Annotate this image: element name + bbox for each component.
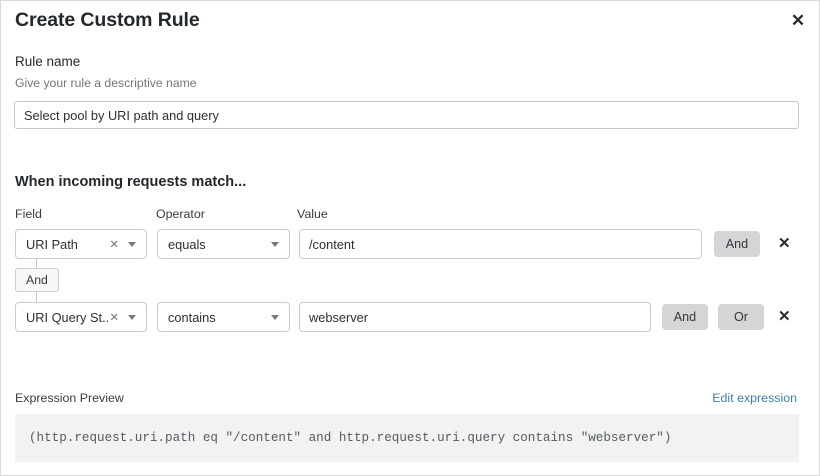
chevron-down-icon: [128, 314, 136, 320]
connector-line-bottom: [36, 291, 37, 304]
column-header-field: Field: [15, 207, 42, 221]
chevron-down-icon: [271, 314, 279, 320]
clear-icon[interactable]: ✕: [109, 312, 119, 324]
field-select-2[interactable]: URI Query St... ✕: [15, 302, 147, 332]
and-button-2[interactable]: And: [662, 304, 708, 330]
delete-row-icon-1[interactable]: ✕: [778, 235, 791, 252]
page-title: Create Custom Rule: [15, 9, 200, 31]
or-button-2[interactable]: Or: [718, 304, 764, 330]
column-header-operator: Operator: [156, 207, 205, 221]
expression-preview-box: (http.request.uri.path eq "/content" and…: [15, 414, 799, 462]
expression-preview-text: (http.request.uri.path eq "/content" and…: [29, 431, 672, 445]
chevron-down-icon: [128, 241, 136, 247]
close-icon[interactable]: ✕: [790, 10, 806, 30]
value-input-2[interactable]: [299, 302, 651, 332]
condition-row: URI Query St... ✕ contains And Or ✕: [1, 302, 819, 336]
edit-expression-link[interactable]: Edit expression: [712, 391, 797, 405]
delete-row-icon-2[interactable]: ✕: [778, 308, 791, 325]
field-select-1[interactable]: URI Path ✕: [15, 229, 147, 259]
connector-line-top: [36, 256, 37, 270]
match-section-heading: When incoming requests match...: [15, 174, 247, 190]
and-button-1[interactable]: And: [714, 231, 760, 257]
rule-name-description: Give your rule a descriptive name: [15, 76, 197, 90]
chevron-down-icon: [271, 241, 279, 247]
value-input-1[interactable]: [299, 229, 702, 259]
and-connector-badge[interactable]: And: [15, 268, 59, 292]
rule-name-input[interactable]: [14, 101, 799, 129]
expression-preview-label: Expression Preview: [15, 391, 124, 405]
clear-icon[interactable]: ✕: [109, 239, 119, 251]
operator-select-2-label: contains: [168, 309, 216, 325]
operator-select-1-label: equals: [168, 236, 206, 252]
field-select-2-label: URI Query St...: [26, 309, 110, 325]
column-header-value: Value: [297, 207, 328, 221]
field-select-1-label: URI Path: [26, 236, 78, 252]
operator-select-2[interactable]: contains: [157, 302, 290, 332]
condition-row: URI Path ✕ equals And ✕: [1, 229, 819, 263]
rule-name-label: Rule name: [15, 54, 81, 69]
operator-select-1[interactable]: equals: [157, 229, 290, 259]
